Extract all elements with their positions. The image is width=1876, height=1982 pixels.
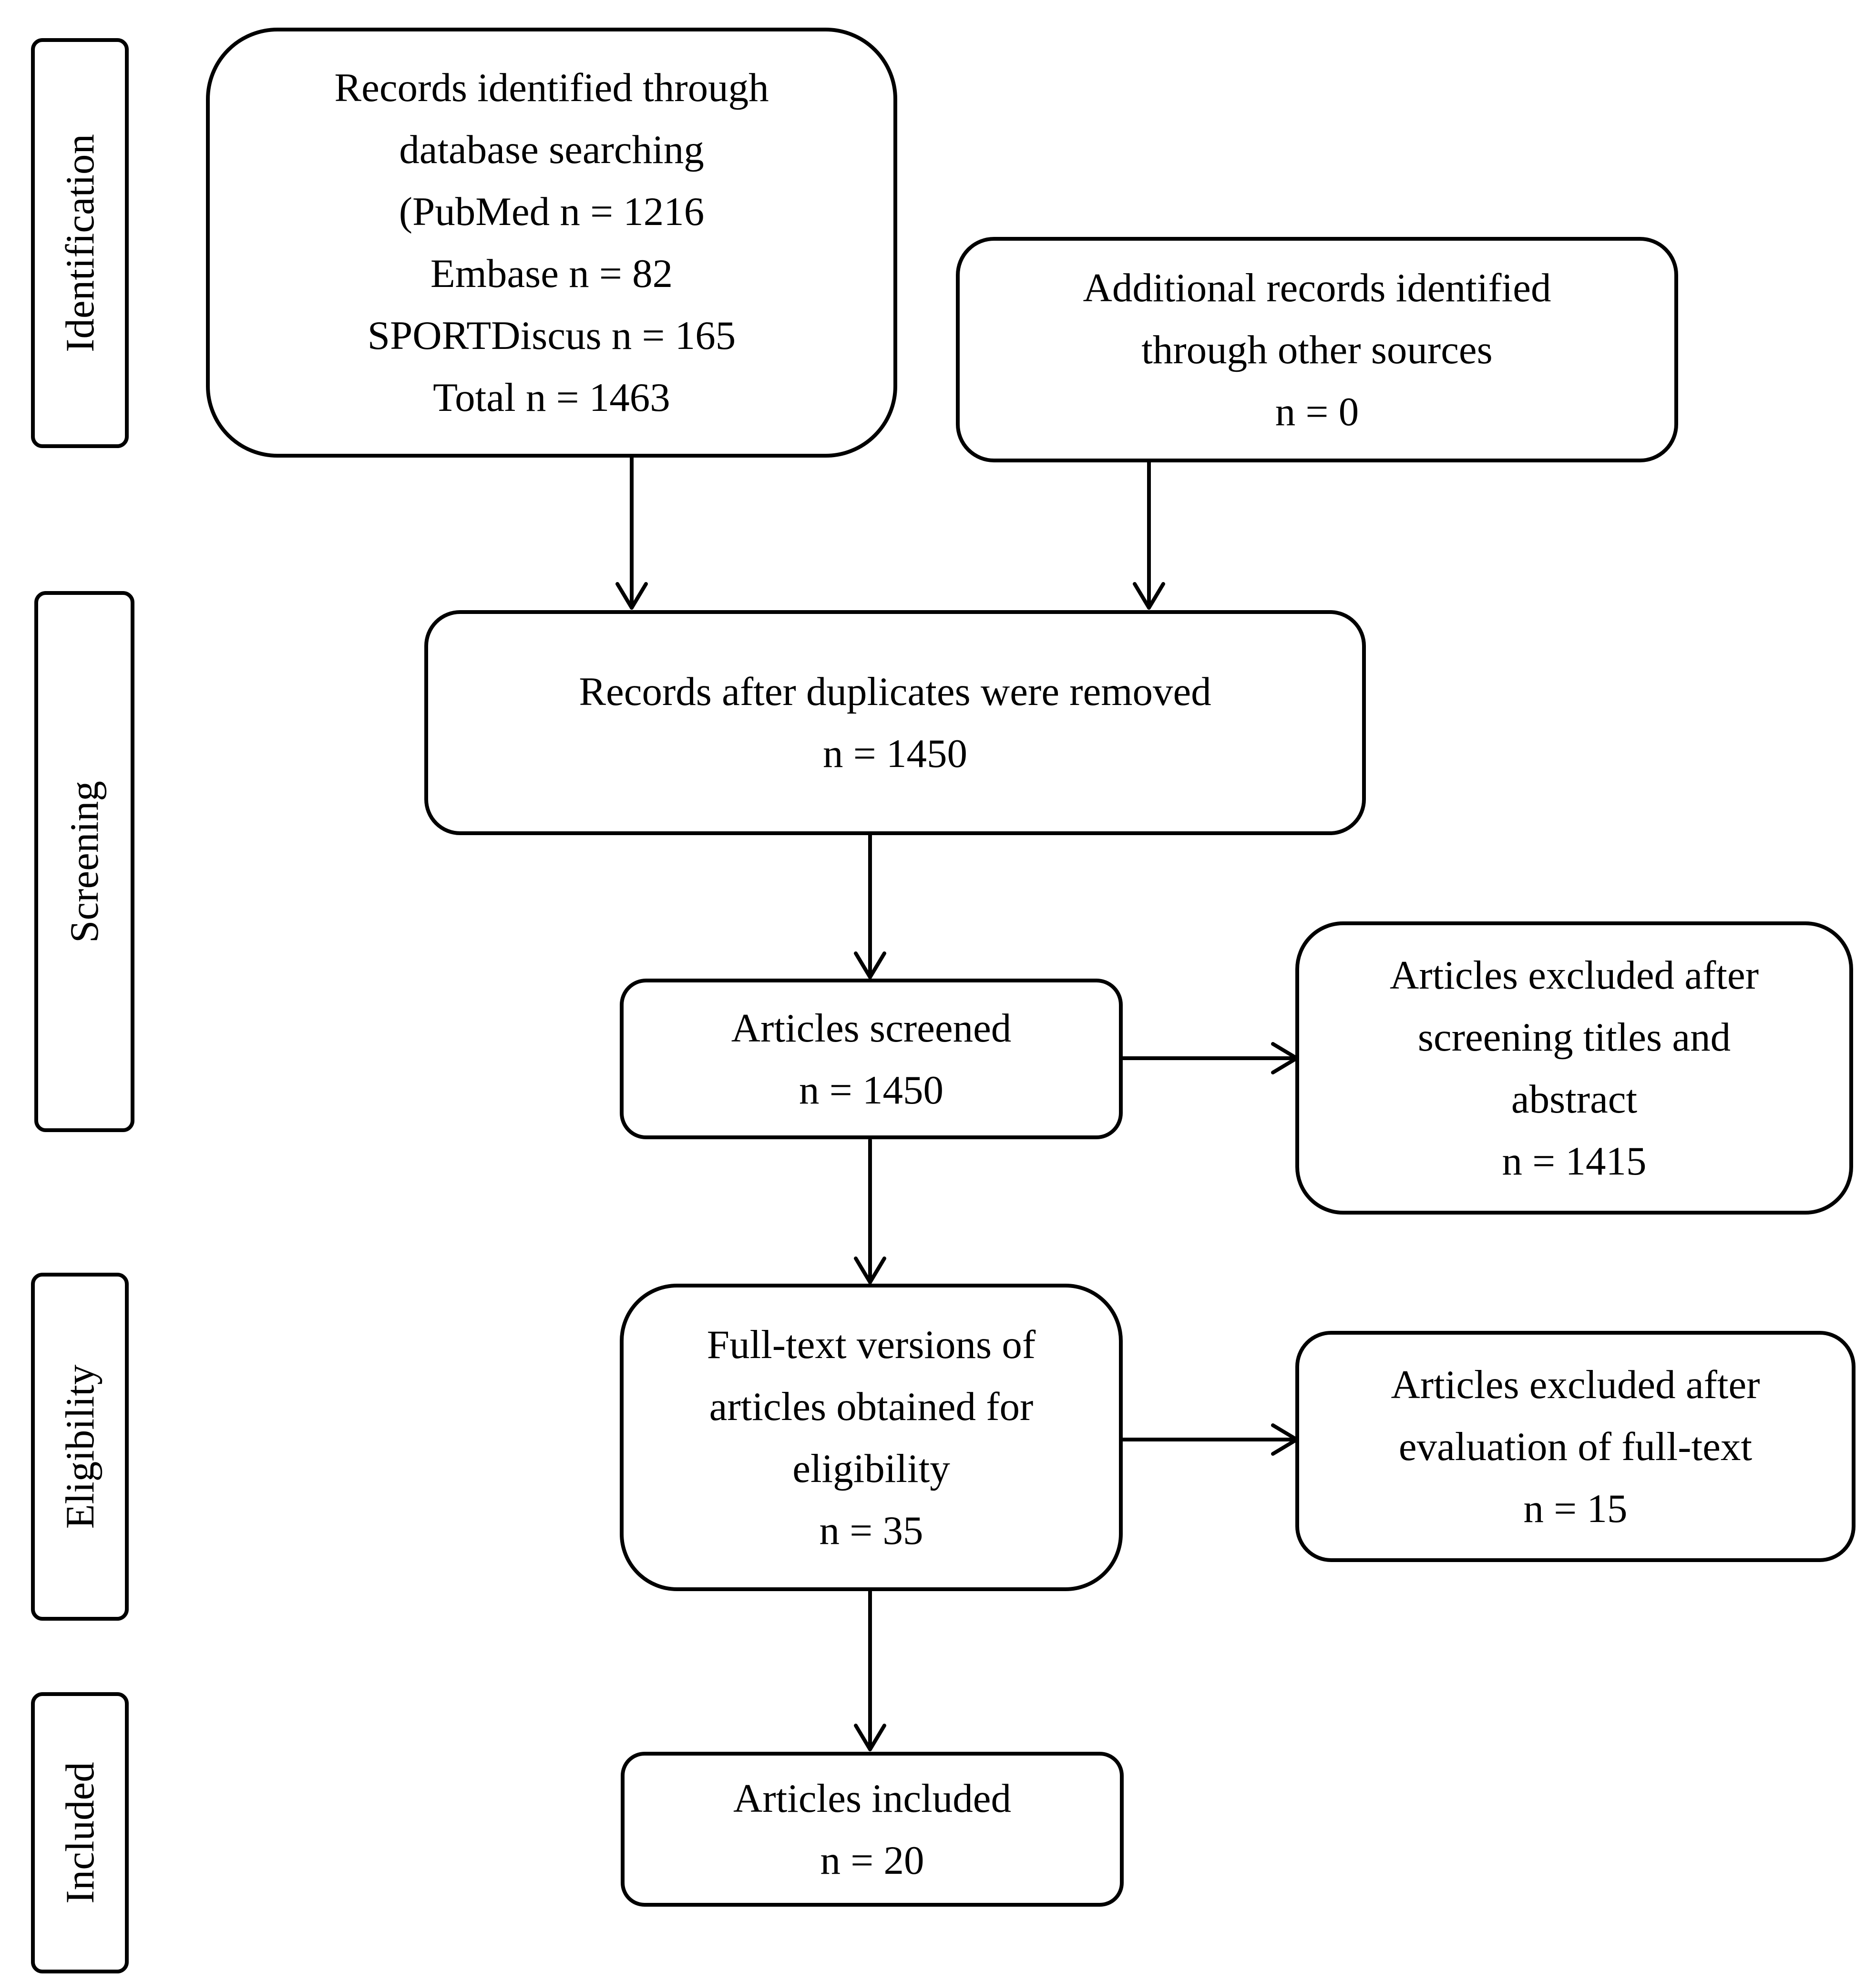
full-text-line-1: Full-text versions of (707, 1322, 1036, 1367)
database-search-line-1: Records identified through (334, 65, 769, 110)
stage-screening: Screening (34, 591, 134, 1132)
box-full-text: Full-text versions of articles obtained … (620, 1284, 1123, 1591)
included-line-1: Articles included (733, 1776, 1011, 1821)
after-duplicates-line-2: n = 1450 (823, 731, 967, 776)
excluded-full-text-line-2: evaluation of full-text (1398, 1424, 1753, 1469)
arrowhead-fulltext-to-included (854, 1724, 886, 1751)
other-sources-line-3: n = 0 (1275, 389, 1359, 434)
excluded-screening-line-3: abstract (1511, 1076, 1638, 1122)
arrowhead-database-to-duplicates (615, 582, 648, 610)
stage-identification: Identification (31, 38, 129, 448)
full-text-line-3: eligibility (792, 1446, 950, 1491)
other-sources-line-2: through other sources (1141, 327, 1493, 372)
full-text-line-2: articles obtained for (709, 1384, 1034, 1429)
excluded-screening-line-2: screening titles and (1417, 1014, 1731, 1060)
database-search-line-2: database searching (399, 127, 704, 172)
arrowhead-screened-to-fulltext (854, 1257, 886, 1284)
excluded-screening-line-1: Articles excluded after (1389, 952, 1759, 998)
box-excluded-full-text: Articles excluded after evaluation of fu… (1295, 1331, 1855, 1562)
full-text-line-4: n = 35 (819, 1508, 923, 1553)
screened-line-1: Articles screened (731, 1005, 1012, 1051)
after-duplicates-line-1: Records after duplicates were removed (579, 669, 1211, 714)
included-line-2: n = 20 (820, 1838, 924, 1883)
box-screened: Articles screened n = 1450 (620, 979, 1123, 1139)
stage-included: Included (31, 1692, 129, 1973)
database-search-line-4: Embase n = 82 (430, 251, 673, 296)
box-database-search: Records identified through database sear… (206, 28, 897, 458)
box-after-duplicates: Records after duplicates were removed n … (424, 610, 1366, 835)
box-other-sources: Additional records identified through ot… (956, 237, 1678, 462)
arrowhead-duplicates-to-screened (854, 951, 886, 979)
other-sources-line-1: Additional records identified (1083, 265, 1551, 310)
excluded-screening-line-4: n = 1415 (1502, 1138, 1647, 1184)
database-search-line-6: Total n = 1463 (433, 375, 670, 420)
arrowhead-other-to-duplicates (1133, 582, 1165, 610)
excluded-full-text-line-1: Articles excluded after (1391, 1362, 1760, 1407)
excluded-full-text-line-3: n = 15 (1523, 1486, 1628, 1531)
screened-line-2: n = 1450 (799, 1067, 943, 1113)
stage-eligibility: Eligibility (31, 1273, 129, 1621)
database-search-line-3: (PubMed n = 1216 (399, 189, 705, 234)
box-included: Articles included n = 20 (621, 1752, 1124, 1907)
database-search-line-5: SPORTDiscus n = 165 (367, 313, 736, 358)
box-excluded-screening: Articles excluded after screening titles… (1295, 921, 1853, 1215)
